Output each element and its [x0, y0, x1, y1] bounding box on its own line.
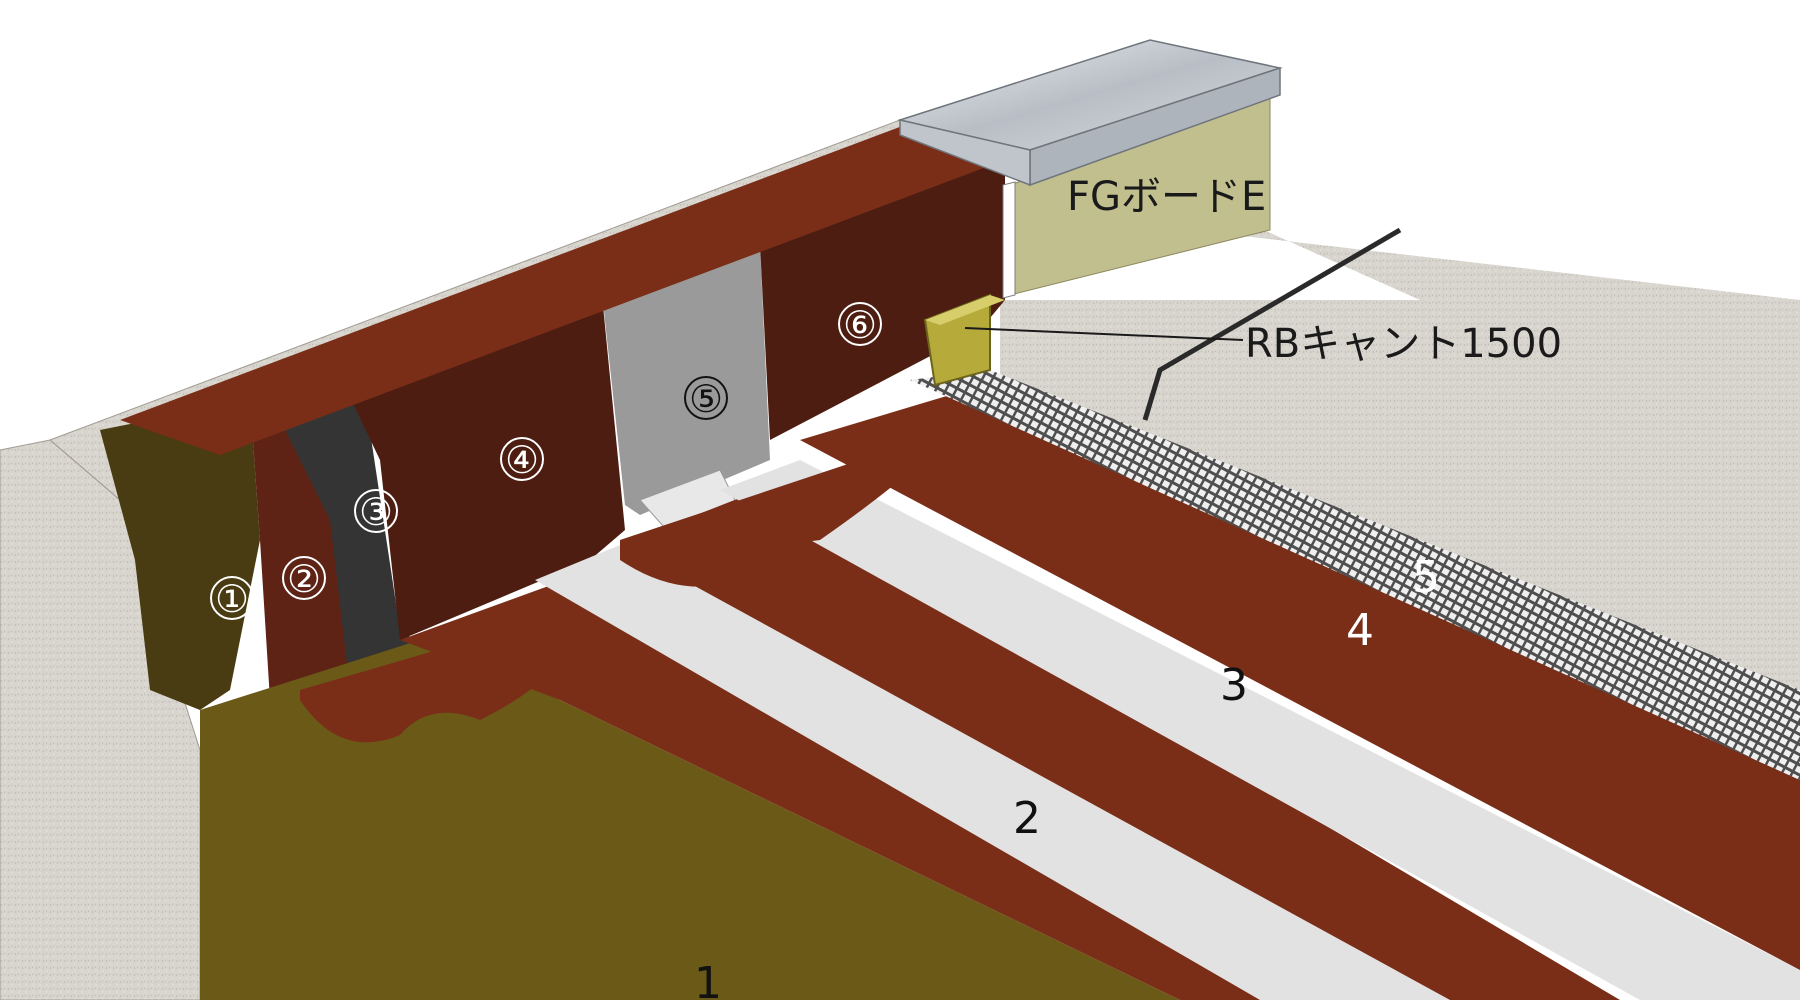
wall-label-3: ③	[359, 490, 393, 534]
wall-label-4: ④	[505, 438, 539, 482]
floor-label-5: 5	[1412, 552, 1440, 603]
wall-base-scallops-3	[820, 410, 960, 472]
metal-coping-left	[899, 119, 1031, 187]
rb-cant-label: RBキャント1500	[1245, 321, 1562, 367]
fg-board-assembly	[897, 39, 1283, 299]
wall-base-scallops	[300, 620, 560, 743]
wall-layer-1-primer	[100, 400, 260, 710]
floor-label-3: 3	[1220, 660, 1248, 711]
floor-label-1: 1	[694, 958, 722, 1000]
floor-label-2: 2	[1013, 793, 1041, 844]
floor-label-4: 4	[1346, 605, 1374, 656]
slab-joint-line	[1142, 227, 1402, 421]
floor-layer-2-light	[535, 545, 1450, 1000]
floor-layer-3-divider	[620, 490, 1620, 1000]
wall-layers	[100, 125, 1005, 710]
wall-label-1: ①	[215, 577, 249, 621]
wall-layer-6-sheet	[760, 160, 1005, 440]
wall-base-scallops-2	[620, 460, 900, 587]
floor-slab-top-right	[1060, 215, 1800, 470]
wall-label-group: ① ② ③ ④ ⑤ ⑥	[210, 302, 882, 621]
wall-label-5: ⑤	[689, 377, 723, 421]
wall-layer-5-sheet	[600, 245, 770, 515]
fg-board-edge	[1002, 181, 1016, 299]
wall-label-2: ②	[287, 557, 321, 601]
floor-label-group: 1 2 3 4 5	[694, 552, 1440, 1000]
floor-layers	[200, 370, 1800, 1000]
floor-layer-5-mesh	[910, 370, 1800, 780]
wall-layer-3-tape	[260, 365, 430, 690]
cant-strip-top	[925, 295, 1005, 325]
wall-membrane-top-lip	[120, 125, 1005, 455]
callout-group: FGボードE RBキャント1500	[964, 174, 1562, 367]
floor-layer-4-sheet	[800, 395, 1800, 970]
rb-cant-strip	[923, 293, 1005, 387]
rb-cant-leader	[964, 327, 1244, 341]
floor-layer-1-primer	[200, 640, 1180, 1000]
fg-board-label: FGボードE	[1067, 174, 1266, 220]
floor-layer-3-light	[720, 460, 1800, 1000]
wall-label-6: ⑥	[843, 303, 877, 347]
